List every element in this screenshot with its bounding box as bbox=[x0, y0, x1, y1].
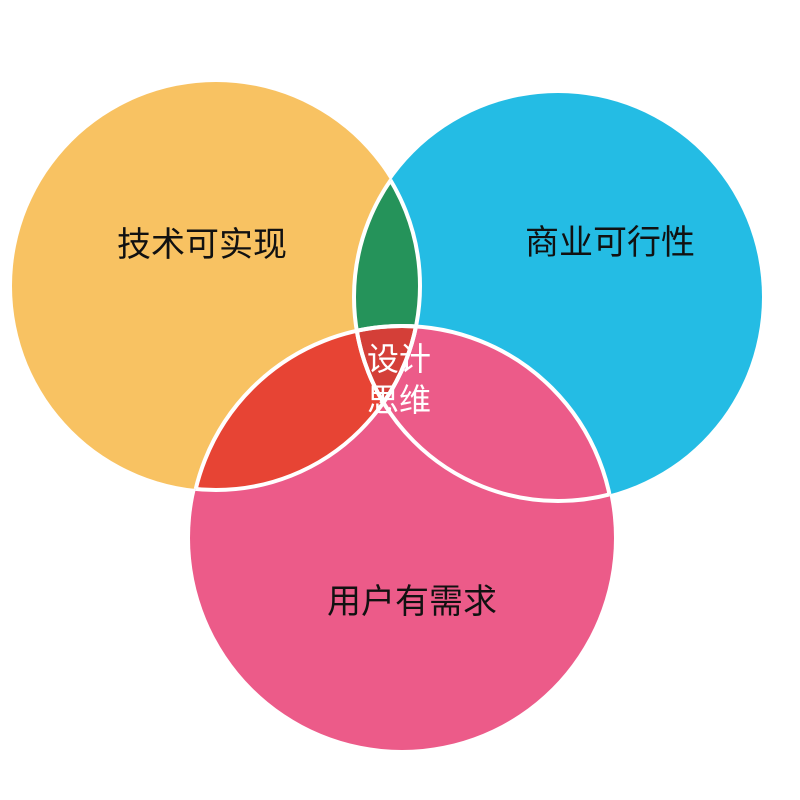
label-center-line1: 设计 bbox=[367, 340, 431, 378]
label-technology: 技术可实现 bbox=[117, 225, 287, 265]
outline-business-in-user bbox=[352, 326, 614, 503]
outline-technology-in-user bbox=[190, 326, 422, 492]
outline-technology-in-business bbox=[354, 93, 422, 492]
label-business: 商业可行性 bbox=[525, 223, 695, 263]
outline-user-in-business bbox=[354, 324, 616, 501]
intersection-business-user bbox=[354, 326, 614, 501]
outline-business-in-technology bbox=[352, 91, 420, 490]
label-user: 用户有需求 bbox=[327, 582, 497, 622]
label-center-line2: 思维 bbox=[367, 381, 431, 419]
intersection-technology-user bbox=[190, 326, 420, 490]
